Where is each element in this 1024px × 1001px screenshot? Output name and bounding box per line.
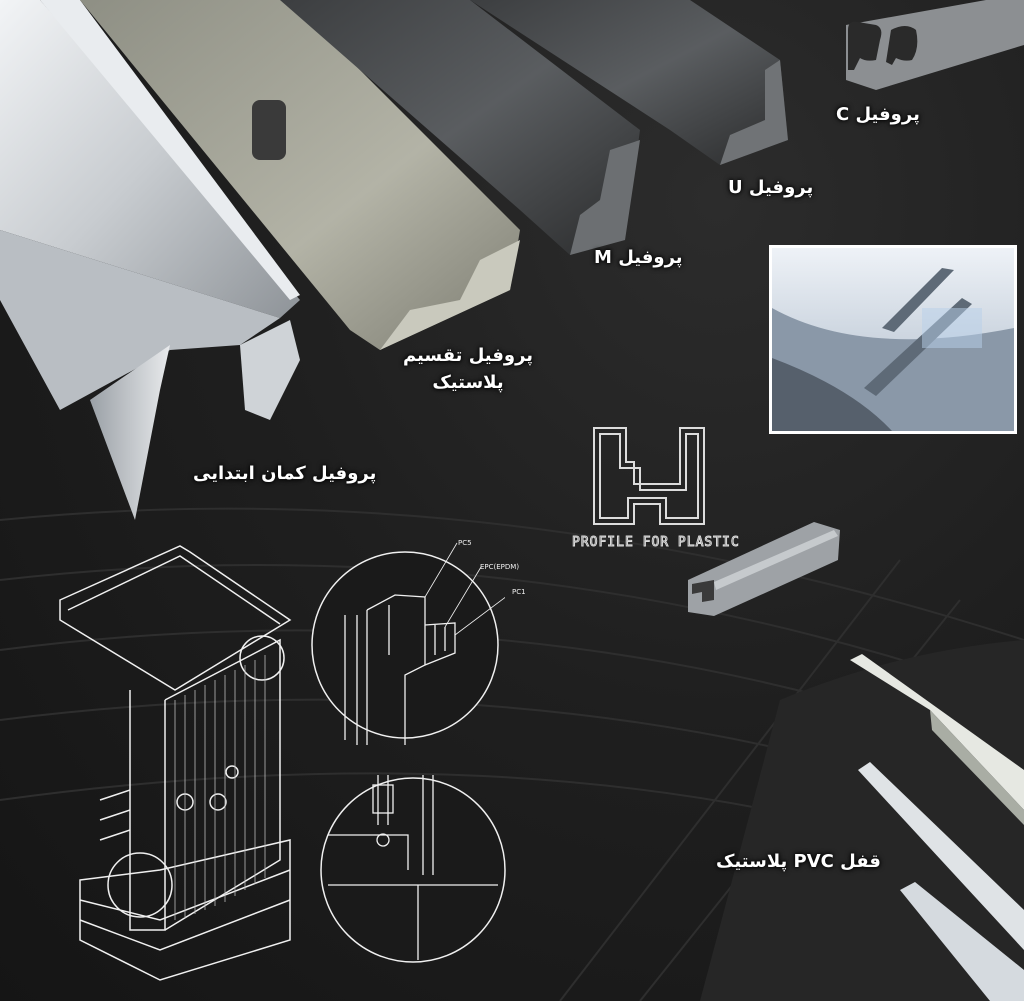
m-profile-image [280,0,640,255]
clip-installation-photo [769,245,1017,434]
label-initial-arch-profile: پروفیل کمان ابتدایی [193,463,377,484]
anchor-detail-circle-bottom [320,775,506,963]
profile-detail-circle-top [311,542,505,745]
clip-installation-illustration [772,248,1014,431]
logo-caption: PROFILE FOR PLASTIC [572,535,740,551]
plastic-divider-profile-image [80,0,520,350]
label-m-profile: پروفیل M [594,247,683,268]
callout-pc5: PC5 [458,539,472,547]
label-pvc-lock: قفل PVC پلاستیک [716,851,881,872]
callout-epc-epdm: EPC(EPDM) [480,563,520,571]
label-u-profile: پروفیل U [728,177,814,198]
small-clip-profile-image [688,522,840,616]
label-plastic-divider-profile: پروفیل تقسیم پلاستیک [398,342,538,396]
rubber-gasket-image [252,100,286,160]
label-plastic-divider-line1: پروفیل تقسیم [402,345,534,366]
u-profile-image [470,0,788,165]
label-c-profile: پروفیل C [836,104,920,125]
callout-pc1: PC1 [512,588,526,596]
u-profile-logo-icon [593,427,705,525]
label-plastic-divider-line2: پلاستیک [432,372,504,393]
c-profile-image [846,0,1024,90]
arch-profile-image [0,0,300,520]
pvc-lock-profiles-image [850,654,1024,1001]
end-wall-technical-drawing [59,545,292,981]
